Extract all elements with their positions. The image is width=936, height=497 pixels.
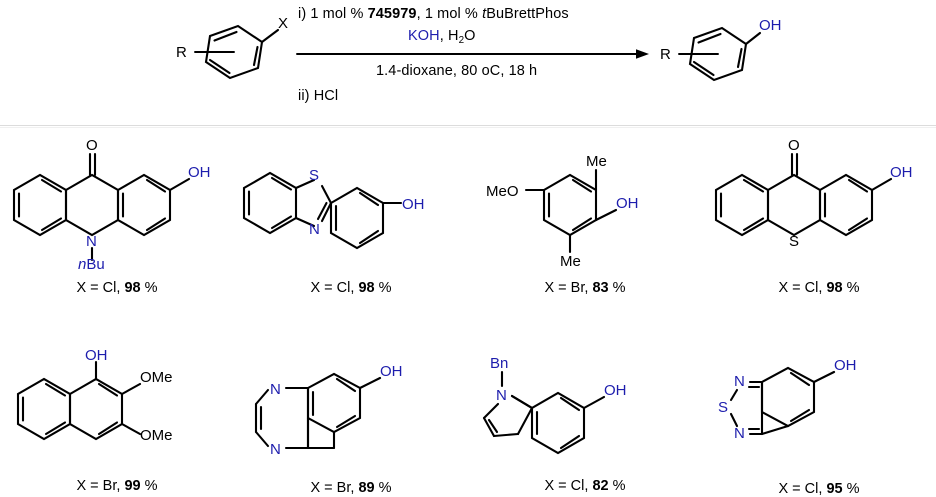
product-r-label: R xyxy=(660,46,671,63)
caption-halide-text: X = Cl, xyxy=(76,280,125,296)
me-top-label: Me xyxy=(586,153,607,170)
product-grid: O N nBu OH X = Cl, 98 % xyxy=(0,128,936,497)
caption-yield: 99 xyxy=(124,478,141,494)
caption-quinoxalinol: X = Br, 89 % xyxy=(234,480,468,496)
naphthol-ome-bottom-label: OMe xyxy=(140,427,173,444)
acridinone-nbu-italic: n xyxy=(78,256,86,273)
structure-thioxanthone: O S OH xyxy=(714,137,913,250)
caption-benzothiazolyl-phenol: X = Cl, 98 % xyxy=(234,280,468,296)
caption-benzothiadiazolol: X = Cl, 95 % xyxy=(702,481,936,497)
caption-percent: % xyxy=(842,481,860,497)
step1-middle: , 1 mol % xyxy=(416,6,483,22)
benzothiazole-n-label: N xyxy=(309,221,320,238)
benzothiadiazolol-oh-label: OH xyxy=(834,357,857,374)
ligand-prefix-italic: t xyxy=(482,6,487,22)
caption-thioxanthone: X = Cl, 98 % xyxy=(702,280,936,296)
thioxanthone-o-label: O xyxy=(788,137,800,154)
caption-halide-text: X = Br, xyxy=(76,478,125,494)
caption-percent: % xyxy=(608,478,626,494)
caption-yield: 98 xyxy=(124,280,141,296)
caption-halide-text: X = Cl, xyxy=(310,280,359,296)
benzothiazole-s-label: S xyxy=(309,167,319,184)
substrate-r-label: R xyxy=(176,44,187,61)
caption-yield: 83 xyxy=(592,280,609,296)
acridinone-oh-label: OH xyxy=(188,164,211,181)
step1-prefix: i) 1 mol % xyxy=(298,6,368,22)
thiadiazole-n-bottom-label: N xyxy=(734,425,745,442)
quinoxaline-n-top-label: N xyxy=(270,381,281,398)
structure-benzothiazolyl-phenol: S N OH xyxy=(242,167,425,250)
substrate-x-label: X xyxy=(278,15,288,32)
naphthol-ome-top-label: OMe xyxy=(140,369,173,386)
structure-dimethoxynaphthol: OH OMe OMe xyxy=(16,347,173,444)
caption-percent: % xyxy=(374,280,392,296)
scheme-divider xyxy=(0,125,936,126)
reaction-arrow xyxy=(296,49,649,59)
caption-yield: 98 xyxy=(358,280,375,296)
structure-dimethyl-methoxyphenol: Me Me MeO OH xyxy=(486,153,639,270)
acridinone-nbu-label: nBu xyxy=(78,256,105,273)
caption-yield: 98 xyxy=(826,280,843,296)
water-subscript: 2 xyxy=(458,34,465,46)
caption-yield: 89 xyxy=(358,480,375,496)
caption-halide-text: X = Br, xyxy=(310,480,359,496)
indole-bn-label: Bn xyxy=(490,355,508,372)
thiadiazole-n-top-label: N xyxy=(734,373,745,390)
acridinone-nbu-rest: Bu xyxy=(86,256,104,273)
caption-yield: 95 xyxy=(826,481,843,497)
structure-benzyl-indolol: Bn N OH xyxy=(482,355,627,455)
caption-dimethyl-methoxyphenol: X = Br, 83 % xyxy=(468,280,702,296)
condition-step1: i) 1 mol % 745979, 1 mol % tBuBrettPhos xyxy=(298,6,569,22)
base-koh: KOH xyxy=(408,28,440,44)
caption-yield: 82 xyxy=(592,478,609,494)
structure-benzothiadiazolol: N S N OH xyxy=(718,357,857,442)
thiadiazole-s-label: S xyxy=(718,399,728,416)
caption-halide-text: X = Cl, xyxy=(778,481,827,497)
acridinone-n-label: N xyxy=(86,233,97,250)
condition-solvent: 1.4-dioxane, 80 oC, 18 h xyxy=(376,63,537,79)
quinoxaline-n-bottom-label: N xyxy=(270,441,281,458)
water-o: O xyxy=(464,28,476,44)
naphthol-oh-label: OH xyxy=(85,347,108,364)
thioxanthone-oh-label: OH xyxy=(890,164,913,181)
me-bottom-label: Me xyxy=(560,253,581,270)
condition-base: KOH, H2O xyxy=(408,28,476,46)
phenol-oh-label: OH xyxy=(402,196,425,213)
catalyst-code: 745979 xyxy=(367,6,417,22)
product-oh-label: OH xyxy=(759,17,782,34)
product-structure: R OH xyxy=(660,17,782,82)
step2-text: ii) HCl xyxy=(298,88,339,104)
thioxanthone-s-label: S xyxy=(789,233,799,250)
caption-percent: % xyxy=(140,478,158,494)
reaction-scheme: R X i) 1 mol % 745979, 1 mol % tBuBrettP… xyxy=(0,0,936,128)
caption-halide-text: X = Cl, xyxy=(544,478,593,494)
indolol-oh-label: OH xyxy=(604,382,627,399)
acridinone-o-label: O xyxy=(86,137,98,154)
caption-percent: % xyxy=(374,480,392,496)
caption-dimethoxynaphthol: X = Br, 99 % xyxy=(0,478,234,494)
scheme-divider-shadow xyxy=(0,127,936,128)
substrate-structure: R X xyxy=(176,15,288,80)
meo-label: MeO xyxy=(486,183,519,200)
solvent-text: 1.4-dioxane, 80 oC, 18 h xyxy=(376,63,538,79)
structure-quinoxalinol: N N OH xyxy=(254,363,403,458)
caption-percent: % xyxy=(842,280,860,296)
caption-percent: % xyxy=(608,280,626,296)
caption-halide-text: X = Br, xyxy=(544,280,593,296)
ligand-name: BuBrettPhos xyxy=(486,6,569,22)
caption-benzyl-indolol: X = Cl, 82 % xyxy=(468,478,702,494)
structure-acridinone: O N nBu OH xyxy=(12,137,211,273)
caption-halide-text: X = Cl, xyxy=(778,280,827,296)
condition-step2: ii) HCl xyxy=(298,88,338,104)
methoxyphenol-oh-label: OH xyxy=(616,195,639,212)
caption-acridinone: X = Cl, 98 % xyxy=(0,280,234,296)
base-rest: , H xyxy=(439,28,459,44)
quinoxalinol-oh-label: OH xyxy=(380,363,403,380)
indole-n-label: N xyxy=(496,387,507,404)
caption-percent: % xyxy=(140,280,158,296)
